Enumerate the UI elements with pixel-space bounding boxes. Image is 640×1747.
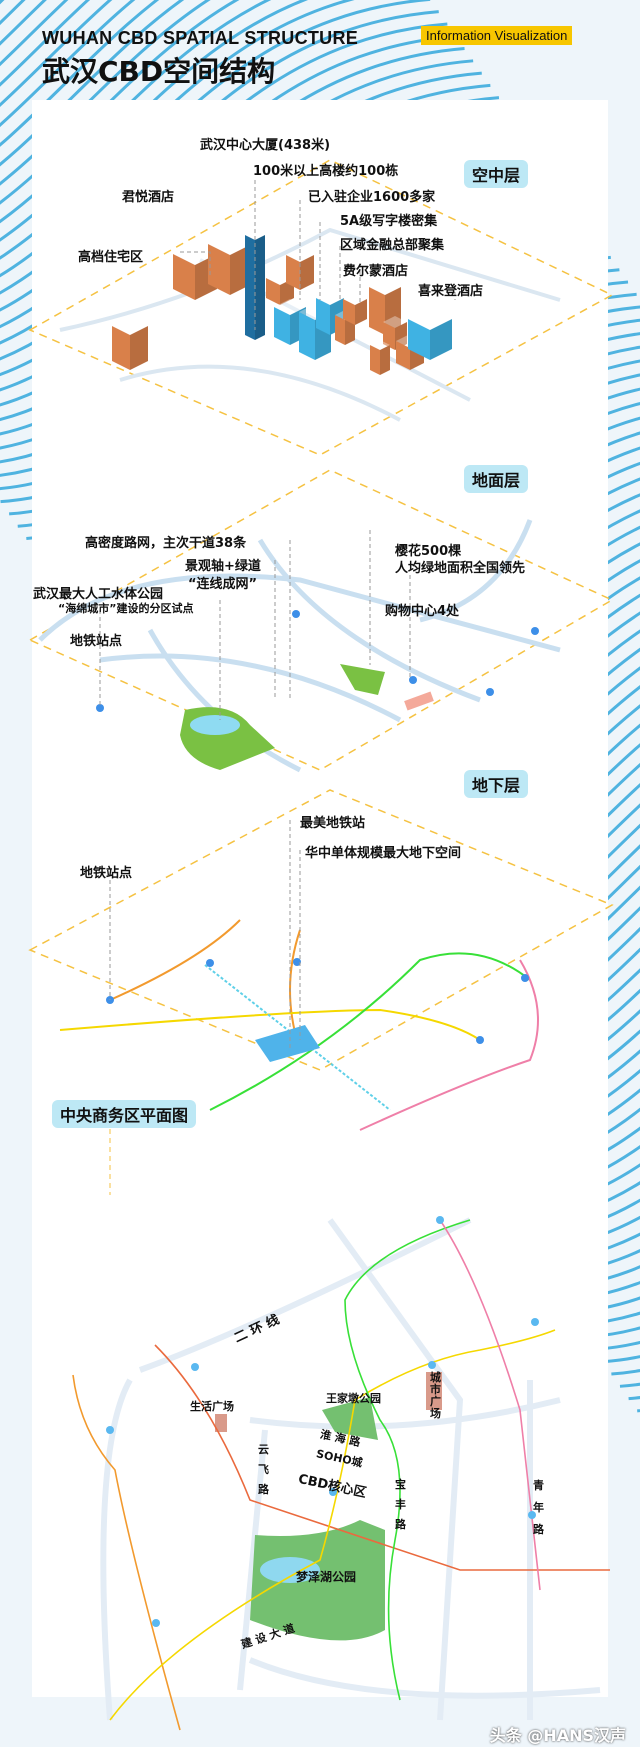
- air-label: 已入驻企业1600多家: [308, 190, 436, 205]
- underground-metro-lines: [59, 919, 539, 1131]
- ground-label: 武汉最大人工水体公园: [33, 587, 164, 602]
- plan-wangjiadun-park: [322, 1397, 378, 1440]
- air-label: 100米以上高楼约100栋: [253, 164, 399, 179]
- building: [370, 340, 390, 375]
- building: [383, 316, 407, 350]
- air-label: 高档住宅区: [78, 250, 144, 265]
- wave-line: [0, 0, 362, 221]
- buildings: [112, 230, 452, 375]
- place-label: 云飞路: [258, 1443, 269, 1496]
- title-english: WUHAN CBD SPATIAL STRUCTURE: [42, 28, 359, 48]
- lake: [190, 715, 240, 735]
- ground-label: 景观轴+绿道: [185, 559, 261, 574]
- plan-metro-lines: [72, 1219, 610, 1731]
- place-label: 城市广场: [430, 1371, 441, 1420]
- wave-line: [0, 0, 388, 258]
- wave-line: [0, 0, 379, 246]
- plan-metro-stations: [106, 1216, 539, 1627]
- wave-line: [0, 0, 371, 233]
- building: [245, 230, 265, 340]
- watermark: 头条 @HANS汉声: [489, 1726, 626, 1745]
- ground-layer-outline: [28, 469, 614, 771]
- wave-line: [525, 931, 640, 1253]
- ground-label: “海绵城市”建设的分区试点: [58, 602, 194, 615]
- underground-label: 华中单体规模最大地下空间: [305, 846, 462, 861]
- place-label: 生活广场: [190, 1400, 234, 1413]
- wave-line: [542, 956, 640, 1278]
- ground-layer-tag: 地面层: [464, 465, 529, 493]
- shopping-center: [404, 691, 434, 711]
- title-chinese: 武汉CBD空间结构: [42, 55, 276, 88]
- wave-line: [0, 0, 328, 172]
- air-label: 区域金融总部聚集: [340, 238, 445, 253]
- air-label: 费尔蒙酒店: [343, 264, 409, 279]
- underground-space: [255, 1025, 320, 1062]
- place-label: 青年路: [533, 1479, 544, 1536]
- wave-line: [0, 0, 319, 160]
- place-label: 梦泽湖公园: [296, 1570, 357, 1584]
- place-label: 宝丰路: [395, 1478, 406, 1531]
- air-layer-outline: [28, 159, 614, 456]
- ground-label: “连线成网”: [188, 577, 258, 592]
- ground-label: 购物中心4处: [385, 604, 460, 619]
- ground-label: 高密度路网，主次干道38条: [85, 536, 247, 551]
- wave-line: [533, 944, 640, 1265]
- building: [286, 248, 314, 290]
- air-layer-tag: 空中层: [464, 160, 529, 188]
- ground-label: 地铁站点: [70, 634, 123, 649]
- info-vis-badge: Information Visualization: [421, 26, 573, 45]
- air-label: 武汉中心大厦(438米): [200, 138, 331, 153]
- leader-lines: [99, 180, 456, 1050]
- plan-tag: 中央商务区平面图: [52, 1100, 197, 1128]
- underground-layer-tag: 地下层: [464, 770, 529, 798]
- ground-metro-stations: [96, 610, 539, 712]
- plan-lake: [260, 1557, 320, 1583]
- wave-line: [0, 0, 353, 209]
- building: [343, 293, 367, 325]
- underground-label: 最美地铁站: [300, 816, 366, 831]
- plan-city-square: [426, 1372, 442, 1410]
- ground-label: 樱花500棵: [395, 544, 462, 559]
- underground-label: 地铁站点: [80, 866, 133, 881]
- underground-stations: [106, 958, 529, 1044]
- air-label: 君悦酒店: [122, 190, 175, 205]
- plan-life-square: [215, 1414, 227, 1432]
- wave-line: [0, 0, 336, 184]
- air-label: 5A级写字楼密集: [340, 214, 438, 229]
- plan-mengze-park: [250, 1520, 385, 1641]
- ground-label: 人均绿地面积全国领先: [395, 561, 526, 576]
- place-label: 王家墩公园: [326, 1392, 381, 1405]
- building: [369, 279, 401, 335]
- building: [408, 308, 452, 360]
- wangjiadun-park: [340, 664, 385, 695]
- plan-roads: [100, 1217, 601, 1721]
- underground-layer-outline: [28, 789, 614, 1071]
- air-label: 喜来登酒店: [418, 284, 484, 299]
- building: [112, 317, 148, 370]
- wave-line: [0, 0, 345, 196]
